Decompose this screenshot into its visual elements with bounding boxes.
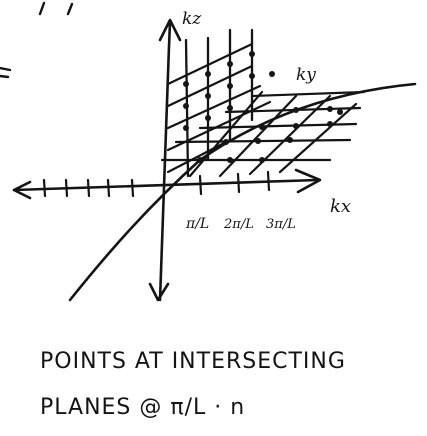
lattice-points	[183, 51, 343, 163]
kx-arrowhead	[294, 168, 322, 194]
kx-axis-label: kx	[330, 196, 351, 217]
caption-line-2: PLANES @ π/L · n	[40, 395, 245, 420]
tick-label-2: 2π/L	[223, 217, 254, 232]
tick-label-3: 3π/L	[266, 217, 296, 232]
kz-tail-arrowhead	[148, 282, 170, 302]
tick-label-1: π/L	[185, 216, 209, 232]
caption-line-1: POINTS AT INTERSECTING	[40, 349, 346, 374]
kx-tail-arrowhead	[12, 180, 32, 200]
vertical-plane-diagonals	[166, 42, 272, 174]
kz-arrowhead	[158, 18, 182, 42]
kx-axis	[12, 178, 320, 192]
kx-ticks	[42, 170, 271, 198]
kz-axis	[158, 20, 172, 302]
ky-axis-label: ky	[296, 65, 316, 85]
stray-marks	[0, 1, 74, 79]
kz-axis-label: kz	[182, 9, 202, 29]
